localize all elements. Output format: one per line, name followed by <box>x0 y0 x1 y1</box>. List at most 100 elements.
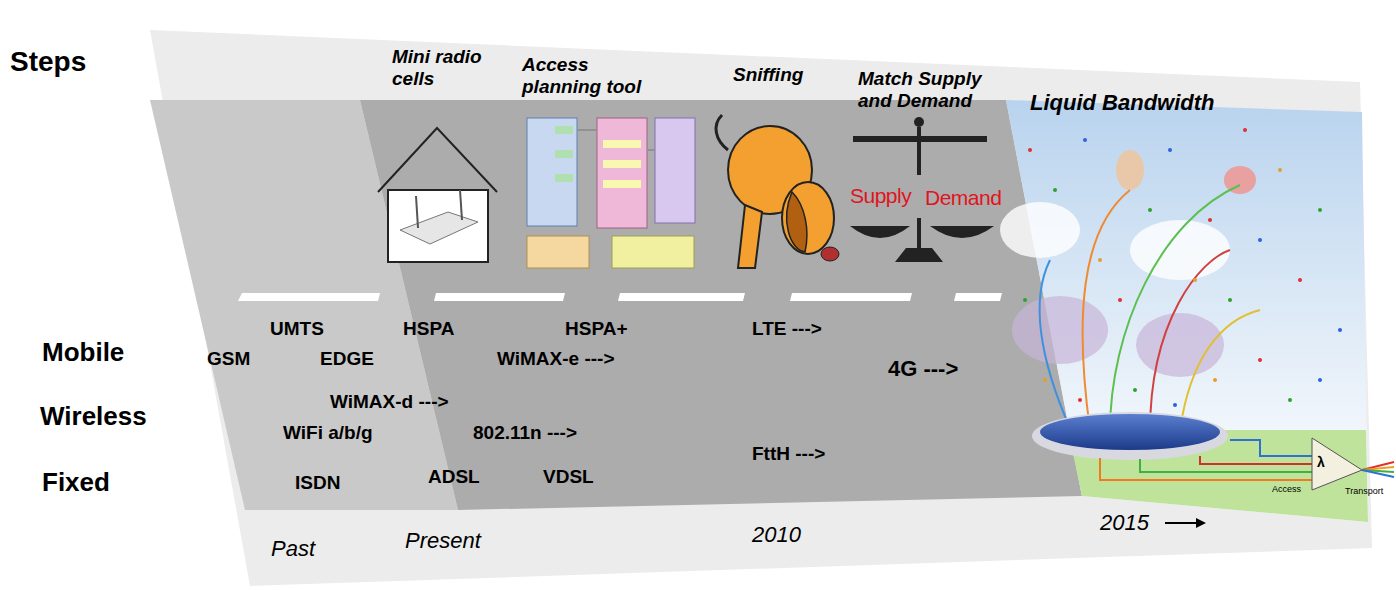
drop <box>1168 148 1172 152</box>
road-dash <box>790 293 912 301</box>
technology-label: 4G ---> <box>888 356 958 381</box>
drop <box>1298 278 1302 282</box>
tool-cell <box>555 174 573 182</box>
drop <box>1228 298 1232 302</box>
antenna <box>460 190 462 220</box>
fountain-stream <box>1110 185 1240 432</box>
road-dashes <box>238 293 1002 301</box>
sky <box>1006 100 1368 522</box>
tool-arrow <box>578 130 596 131</box>
road-dash <box>618 293 745 301</box>
prism <box>1312 438 1362 490</box>
timeline-arrow <box>1165 522 1198 524</box>
drop <box>1133 388 1137 392</box>
fountain-stream <box>1083 190 1130 430</box>
technology-label: FttH ---> <box>752 443 825 465</box>
cloud <box>1130 220 1230 280</box>
present-plane <box>360 100 1082 510</box>
technology-label: HSPA+ <box>565 318 627 340</box>
tool-cell <box>603 180 641 188</box>
timeline-label: Past <box>271 536 315 561</box>
road-dash <box>238 293 380 301</box>
drop <box>1193 278 1197 282</box>
light-plane <box>150 30 1372 586</box>
drop <box>1243 128 1247 132</box>
fountain-stream <box>1150 250 1230 432</box>
prism-label: Access <box>1272 484 1301 494</box>
prism-symbol: λ <box>1317 454 1325 470</box>
drop <box>1278 168 1282 172</box>
drop <box>1028 148 1032 152</box>
step-label: Access planning tool <box>522 54 658 98</box>
rainbow-ray <box>1362 462 1394 470</box>
drop <box>1023 298 1027 302</box>
tool-panel <box>527 236 589 268</box>
drop <box>1053 188 1057 192</box>
row-heading: Steps <box>10 46 86 78</box>
drop <box>1258 358 1262 362</box>
dog-tail <box>716 115 728 150</box>
technology-label: WiMAX-d ---> <box>330 391 449 413</box>
pipe <box>1230 440 1312 456</box>
technology-label: ADSL <box>428 466 480 488</box>
drop <box>1288 398 1292 402</box>
technology-label: HSPA <box>403 318 454 340</box>
tool-panel <box>612 236 694 268</box>
step-label: Liquid Bandwidth <box>1030 90 1215 115</box>
planning-tool-icon <box>527 118 695 268</box>
drop <box>1118 298 1122 302</box>
technology-label: GSM <box>207 348 250 370</box>
scale-stem <box>917 218 921 248</box>
house-roof <box>378 128 497 192</box>
tool-cell <box>555 150 573 158</box>
drop <box>1098 258 1102 262</box>
scale-base <box>895 248 943 262</box>
row-heading: Mobile <box>42 338 124 368</box>
timeline-arrowhead <box>1196 518 1206 528</box>
dog-head <box>782 182 834 254</box>
tool-cell <box>603 160 641 168</box>
tool-panel <box>597 118 647 228</box>
technology-label: UMTS <box>270 318 324 340</box>
drop <box>1078 398 1082 402</box>
row-heading: Fixed <box>42 468 110 498</box>
drop <box>1213 378 1217 382</box>
step-label: Sniffing <box>733 64 803 86</box>
technology-label: 802.11n ---> <box>473 422 577 444</box>
timeline-label: 2015 <box>1100 510 1149 535</box>
fountain-stream <box>1180 310 1260 430</box>
prism-label: Transport <box>1345 486 1383 496</box>
pool <box>1040 414 1220 450</box>
data-drops <box>1023 128 1342 407</box>
cloud <box>1000 202 1080 258</box>
drop <box>1258 238 1262 242</box>
drop <box>1043 378 1047 382</box>
tool-cell <box>555 126 573 134</box>
scale-label: Supply <box>850 184 911 208</box>
pipe <box>1140 459 1312 472</box>
technology-label: WiFi a/b/g <box>283 422 373 444</box>
tool-panel <box>527 118 577 226</box>
scale-pan <box>850 226 910 238</box>
dog-nose <box>821 247 839 261</box>
drop <box>1208 218 1212 222</box>
drop <box>1318 378 1322 382</box>
tool-cell <box>603 140 641 148</box>
scale-knob <box>914 117 924 127</box>
scale-pan <box>930 226 994 238</box>
scale-label: Demand <box>925 186 1001 210</box>
rainbow-ray <box>1362 470 1394 477</box>
sniffing-dog-icon <box>716 115 839 268</box>
person-figure <box>1116 150 1144 190</box>
step-label: Match Supply and Demand <box>858 68 1000 112</box>
person-figure <box>1012 296 1108 364</box>
road-dash <box>954 293 1002 301</box>
fountain-stream <box>1040 260 1070 428</box>
technology-label: EDGE <box>320 348 374 370</box>
drop <box>1083 138 1087 142</box>
technology-label: WiMAX-e ---> <box>497 348 615 370</box>
technology-label: ISDN <box>295 472 340 494</box>
router <box>400 212 478 244</box>
